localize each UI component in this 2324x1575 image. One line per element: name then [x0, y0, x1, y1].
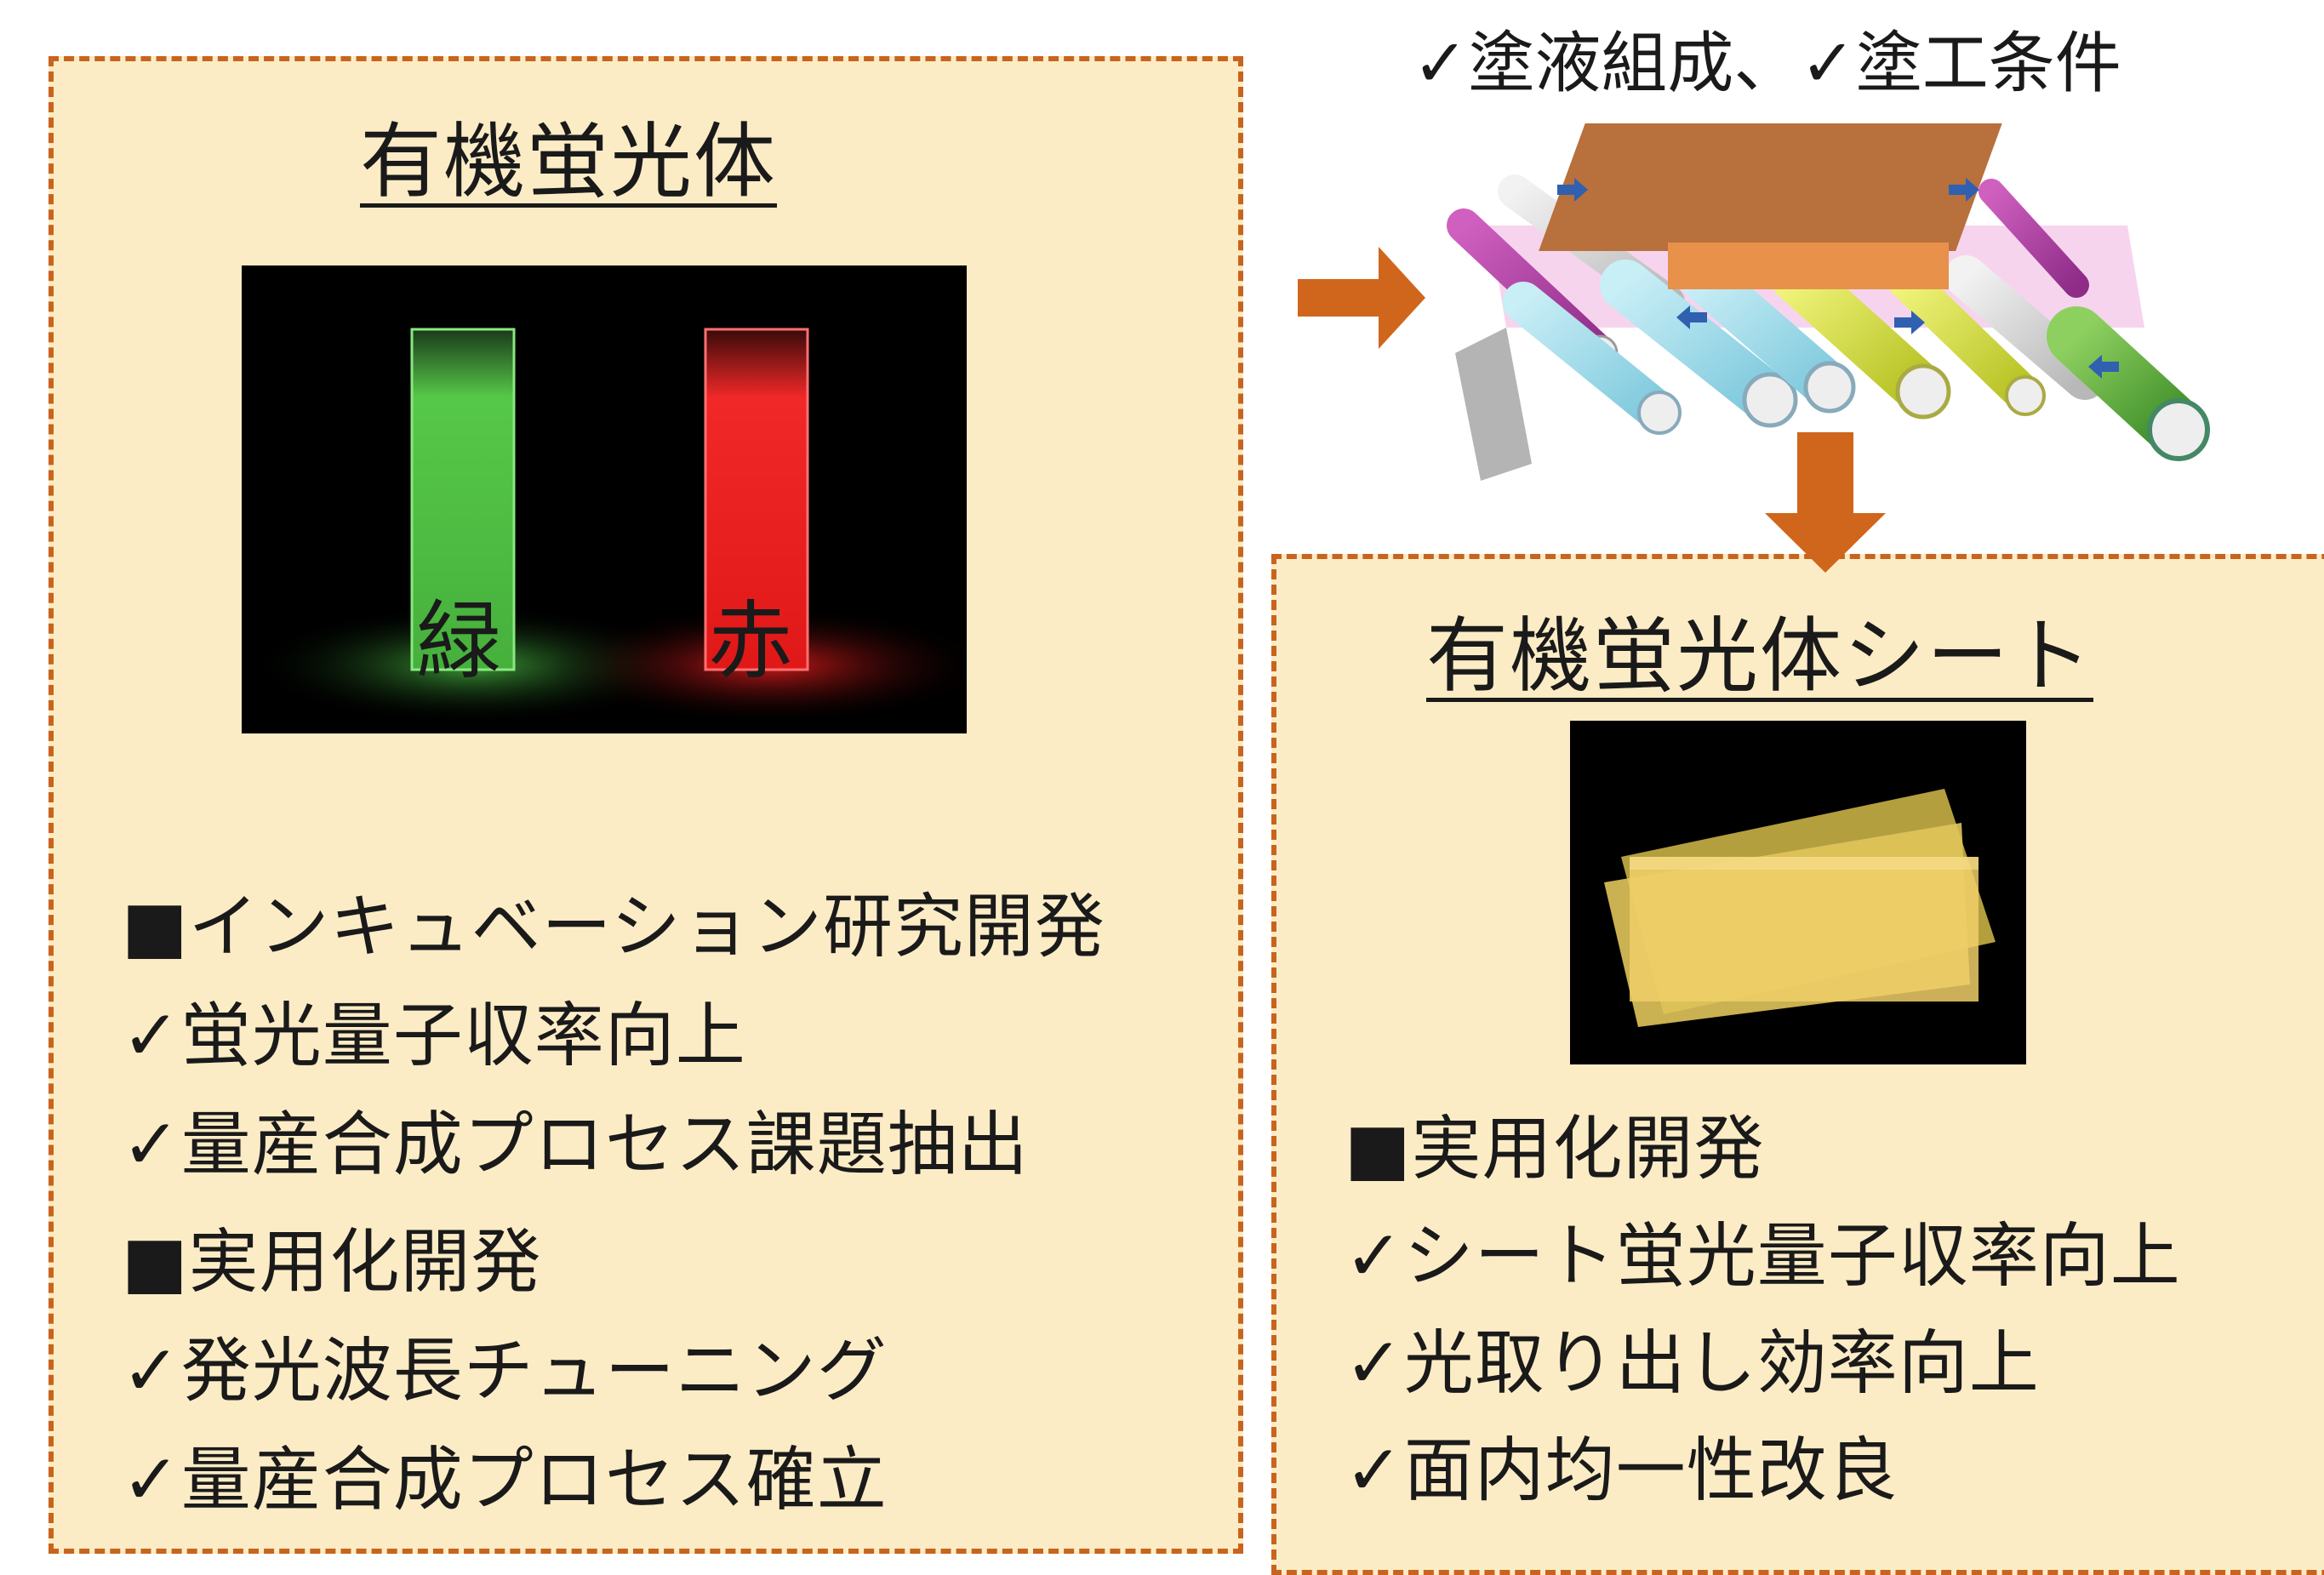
cuvette-illustration	[250, 328, 967, 725]
coating-conditions-caption: ✓塗液組成、✓塗工条件	[1413, 26, 2121, 102]
green-cuvette-label: 緑	[416, 591, 501, 691]
left-item-quantum-yield: ✓蛍光量子収率向上	[122, 996, 746, 1076]
roll-green	[2047, 306, 2210, 461]
red-cuvette-label: 赤	[708, 591, 793, 691]
coater-head-top	[1539, 123, 2002, 251]
base-support	[1455, 328, 1532, 481]
right-item-uniformity: ✓面内均一性改良	[1345, 1430, 1899, 1511]
left-heading-practical: ■実用化開発	[122, 1222, 542, 1303]
left-panel: 有機蛍光体	[49, 56, 1243, 1554]
left-item-process-established: ✓量産合成プロセス確立	[122, 1440, 888, 1521]
right-heading-practical: ■実用化開発	[1345, 1109, 1765, 1190]
roll-blue-3	[1678, 253, 1856, 414]
right-panel: 有機蛍光体シート ■実用化開発 ✓シート蛍光量子収率向上 ✓光取り出し効率向上 …	[1271, 554, 2324, 1575]
red-cuvette	[704, 328, 809, 671]
coating-machine-diagram	[1447, 123, 2210, 481]
green-cuvette	[410, 328, 516, 671]
right-panel-title: 有機蛍光体シート	[1426, 608, 2093, 704]
roll-blue-1	[1503, 282, 1682, 435]
sheet-photo	[1570, 721, 2026, 1064]
arrow-down	[1765, 432, 1886, 573]
flow-arrow-3	[1676, 305, 1707, 329]
flow-arrow-5	[2088, 355, 2119, 379]
cuvette-photo: 緑 赤	[242, 265, 967, 733]
right-item-sheet-quantum-yield: ✓シート蛍光量子収率向上	[1345, 1216, 2181, 1297]
flow-arrow-1	[1557, 178, 1588, 202]
flow-arrow-2	[1949, 178, 1979, 202]
roll-yellow-2	[1887, 262, 2046, 416]
sheet-highlight	[1630, 857, 1979, 870]
left-item-wavelength-tuning: ✓発光波長チューニング	[122, 1331, 888, 1412]
sheet-illustration	[1604, 789, 1996, 1027]
left-heading-incubation: ■インキュベーション研究開発	[122, 887, 1105, 967]
arrow-right	[1298, 247, 1425, 349]
roll-pink-right	[1979, 179, 2089, 298]
roll-yellow-1	[1770, 251, 1951, 419]
right-item-light-extraction: ✓光取り出し効率向上	[1345, 1323, 2040, 1404]
left-panel-title: 有機蛍光体	[360, 114, 777, 209]
flow-arrow-4	[1894, 311, 1925, 334]
left-item-process-issues: ✓量産合成プロセス課題抽出	[122, 1104, 1029, 1185]
coater-head-front	[1668, 243, 1949, 289]
sheet-front	[1630, 857, 1979, 1001]
roll-blue-2	[1600, 260, 1798, 428]
